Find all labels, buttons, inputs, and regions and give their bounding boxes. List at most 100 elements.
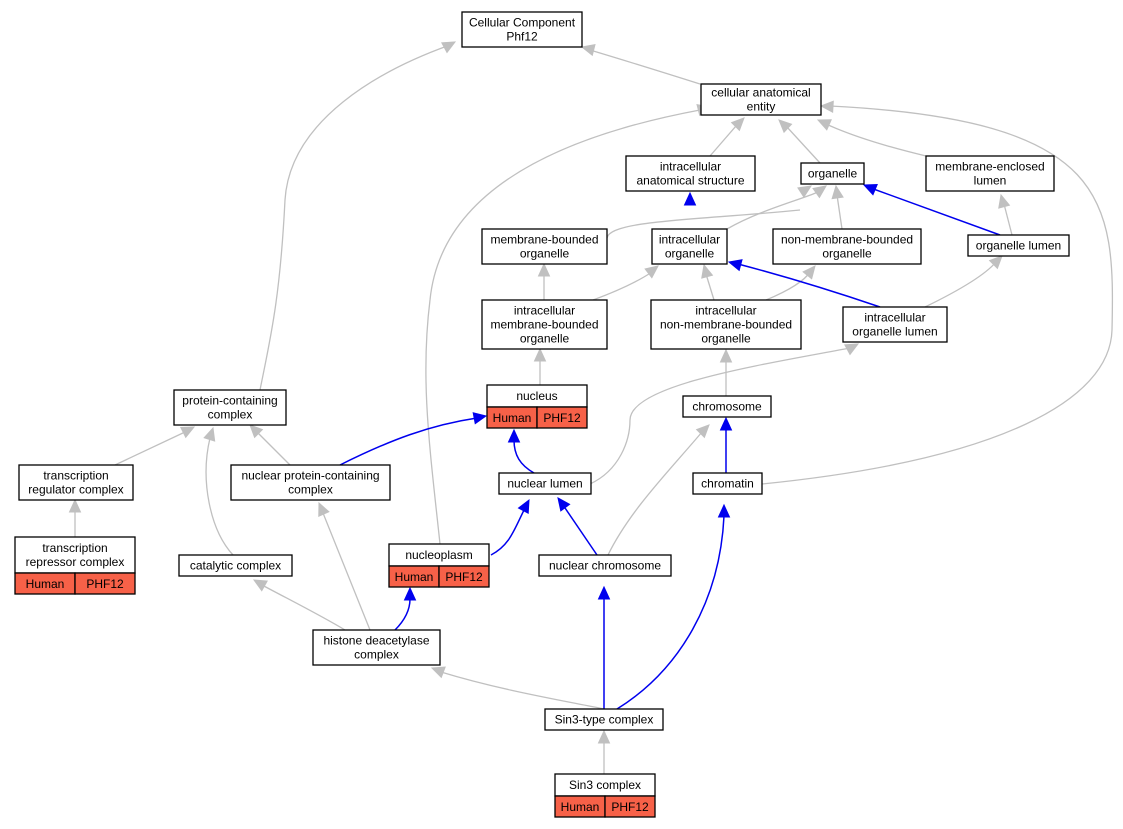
arrowhead: [537, 262, 551, 277]
arrowhead: [580, 43, 596, 57]
part-of-edge-34: [490, 498, 530, 556]
arrowhead: [831, 184, 844, 200]
arrowhead: [719, 348, 733, 363]
is-a-edge-15: [719, 348, 733, 396]
edge-line: [726, 191, 819, 230]
term-box: [692, 472, 763, 495]
edge-line: [589, 347, 851, 485]
term-label-line: Phf12: [506, 30, 538, 44]
arrowhead: [812, 185, 827, 199]
part-of-edge-31: [339, 412, 488, 466]
arrowhead: [249, 424, 264, 439]
term-label-line: nucleus: [516, 389, 557, 403]
arrowhead: [533, 347, 547, 362]
arrowhead: [701, 263, 714, 279]
annotation-species: Human: [26, 577, 65, 591]
edge-line: [761, 105, 1114, 485]
edge-line: [924, 261, 997, 308]
edge-line: [737, 263, 881, 308]
term-label-line: protein-containing: [182, 394, 277, 408]
term-label-line: intracellular: [659, 233, 720, 247]
is-a-edge-14: [533, 347, 547, 385]
term-node-inmbo[interactable]: intracellularnon-membrane-boundedorganel…: [650, 299, 802, 350]
arrowhead: [472, 412, 488, 425]
term-box: [772, 228, 922, 265]
term-label-line: intracellular: [514, 304, 575, 318]
is-a-edge-18: [114, 426, 196, 466]
arrowhead: [819, 100, 834, 114]
term-label-line: catalytic complex: [190, 559, 281, 573]
arrowhead: [644, 265, 659, 279]
part-of-edge-33: [719, 416, 733, 473]
part-of-edge-30: [727, 259, 881, 308]
annotation-gene: PHF12: [611, 800, 649, 814]
term-label-line: intracellular: [660, 160, 721, 174]
edge-line: [261, 584, 346, 631]
annotation-gene: PHF12: [543, 411, 581, 425]
edge-line: [592, 271, 653, 301]
term-label-line: transcription: [43, 469, 108, 483]
term-node-chromatin[interactable]: chromatin: [692, 472, 763, 495]
term-label-line: nucleoplasm: [405, 548, 472, 562]
term-node-catc[interactable]: catalytic complex: [178, 554, 293, 577]
term-label-line: organelle: [520, 332, 570, 346]
term-label-line: nuclear protein-containing: [241, 469, 379, 483]
arrowhead: [844, 343, 860, 356]
arrowhead: [683, 191, 697, 206]
edge-line: [589, 49, 701, 85]
term-label-line: organelle: [822, 247, 872, 261]
edge-line: [705, 273, 715, 301]
term-node-sin3type[interactable]: Sin3-type complex: [544, 708, 664, 731]
term-box: [967, 234, 1070, 257]
term-label-line: complex: [288, 483, 333, 497]
arrowhead: [998, 193, 1011, 209]
is-a-edge-27: [597, 729, 611, 774]
is-a-edge-23: [607, 424, 710, 556]
is-a-edge-16: [589, 343, 860, 485]
edge-line: [607, 431, 703, 556]
term-box: [800, 162, 865, 185]
term-label-line: membrane-bounded: [490, 233, 598, 247]
arrowhead: [441, 41, 457, 54]
part-of-edge-35: [557, 497, 598, 556]
arrowhead: [597, 585, 611, 600]
term-label-line: organelle: [665, 247, 715, 261]
term-node-org[interactable]: organelle: [800, 162, 865, 185]
term-node-chromosome[interactable]: chromosome: [682, 395, 772, 418]
arrowhead: [557, 497, 571, 512]
arrowhead: [730, 117, 745, 132]
term-label-line: nuclear chromosome: [549, 559, 661, 573]
edge-line: [765, 271, 811, 301]
term-box: [925, 155, 1055, 192]
term-node-orglum[interactable]: organelle lumen: [967, 234, 1070, 257]
arrowhead: [597, 729, 611, 744]
arrowhead: [203, 426, 216, 442]
edge-line: [394, 598, 411, 631]
is-a-edge-20: [68, 498, 82, 537]
term-node-nlumen[interactable]: nuclear lumen: [498, 472, 592, 495]
is-a-edge-2: [709, 117, 745, 157]
term-label-line: chromosome: [692, 400, 762, 414]
term-node-nchrom[interactable]: nuclear chromosome: [538, 554, 672, 577]
term-box: [481, 299, 608, 350]
term-box: [173, 389, 287, 426]
edge-line: [616, 515, 725, 710]
term-label-line: organelle: [808, 167, 858, 181]
